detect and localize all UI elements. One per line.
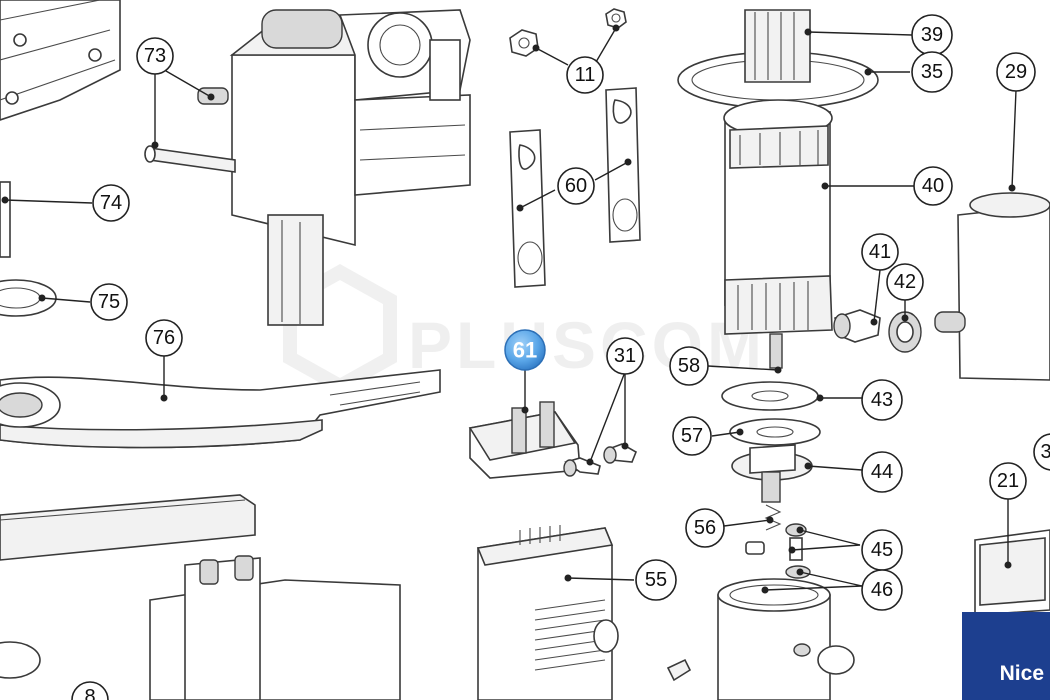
leader-dots	[1, 24, 1016, 594]
part-21-right-housing	[974, 529, 1050, 616]
part-39-35-40-motor	[677, 9, 879, 369]
callout-41-label: 41	[869, 241, 891, 263]
callout-11[interactable]: 11	[566, 56, 604, 94]
part-41-42-bearing	[833, 309, 922, 353]
callout-8-label: 8	[84, 686, 95, 700]
callout-55[interactable]: 55	[635, 559, 677, 601]
callout-60[interactable]: 60	[557, 167, 595, 205]
callout-29-label: 29	[1005, 61, 1027, 83]
callout-3-partial[interactable]: 3	[1033, 433, 1050, 471]
callout-58-label: 58	[678, 355, 700, 377]
callouts: 73 74 75 76 8 11 60 61	[71, 14, 1050, 700]
callout-57-label: 57	[681, 425, 703, 447]
brand-logo-badge: Nice	[962, 612, 1050, 700]
part-74-75-left	[0, 181, 57, 317]
callout-58[interactable]: 58	[669, 346, 709, 386]
brand-logo-text: Nice	[999, 662, 1044, 685]
callout-8[interactable]: 8	[71, 681, 109, 700]
callout-31-label: 31	[614, 345, 636, 367]
callout-40[interactable]: 40	[913, 166, 953, 206]
callout-44-label: 44	[871, 461, 893, 483]
callout-35[interactable]: 35	[911, 51, 953, 93]
part-upper-housing	[229, 9, 471, 326]
callout-39-label: 39	[921, 24, 943, 46]
callout-45[interactable]: 45	[861, 529, 903, 571]
callout-76[interactable]: 76	[145, 319, 183, 357]
callout-42-label: 42	[894, 271, 916, 293]
callout-46-label: 46	[871, 579, 893, 601]
callout-74-label: 74	[100, 192, 122, 214]
callout-3-label: 3	[1040, 441, 1050, 463]
callout-75[interactable]: 75	[90, 283, 128, 321]
callout-61-label: 61	[513, 338, 537, 363]
part-bottom-left-rail	[0, 494, 401, 700]
part-76-arm	[0, 369, 441, 449]
callout-21-label: 21	[997, 470, 1019, 492]
callout-56-label: 56	[694, 517, 716, 539]
callout-61-highlighted[interactable]: 61	[504, 329, 546, 371]
part-73-shaft	[144, 87, 236, 173]
callout-56[interactable]: 56	[685, 508, 725, 548]
callout-57[interactable]: 57	[672, 416, 712, 456]
part-29-right-housing	[934, 192, 1050, 381]
callout-41[interactable]: 41	[861, 233, 899, 271]
callout-44[interactable]: 44	[861, 451, 903, 493]
part-top-left-bracket	[0, 0, 121, 121]
callout-75-label: 75	[98, 291, 120, 313]
callout-40-label: 40	[922, 175, 944, 197]
callout-29[interactable]: 29	[996, 52, 1036, 92]
callout-21[interactable]: 21	[989, 462, 1027, 500]
part-55-control-box	[476, 525, 692, 700]
callout-43[interactable]: 43	[861, 379, 903, 421]
part-bottom-cylinder	[717, 578, 855, 700]
callout-73-label: 73	[144, 45, 166, 67]
callout-39[interactable]: 39	[911, 14, 953, 56]
callout-73[interactable]: 73	[136, 37, 174, 75]
part-61-bracket	[468, 401, 581, 479]
callout-42[interactable]: 42	[886, 263, 924, 301]
callout-45-label: 45	[871, 539, 893, 561]
callout-43-label: 43	[871, 389, 893, 411]
callout-74[interactable]: 74	[92, 184, 130, 222]
callout-46[interactable]: 46	[861, 569, 903, 611]
watermark-text: PLUSCOM	[408, 308, 766, 382]
part-11-nuts	[509, 8, 627, 57]
callout-35-label: 35	[921, 61, 943, 83]
callout-55-label: 55	[645, 569, 667, 591]
part-43-57-44-washers	[721, 381, 821, 503]
callout-76-label: 76	[153, 327, 175, 349]
callout-31[interactable]: 31	[606, 337, 644, 375]
part-31-screws	[563, 443, 638, 477]
callout-11-label: 11	[575, 64, 596, 86]
leader-lines	[4, 27, 1017, 591]
callout-60-label: 60	[565, 175, 587, 197]
